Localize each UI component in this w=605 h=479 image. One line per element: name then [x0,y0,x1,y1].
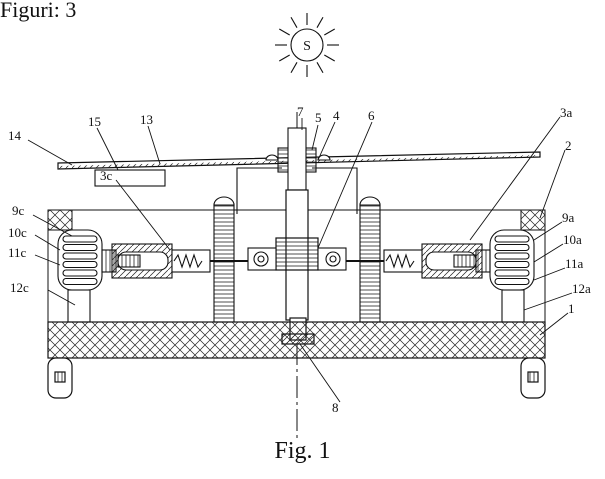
actuator-right [346,243,483,279]
actuator-left [111,243,248,279]
sun-ray [316,17,324,28]
sun-ray [290,62,298,73]
label-10a: 10a [563,232,582,247]
label-14: 14 [8,128,22,143]
label-3c: 3c [100,168,113,183]
label-1: 1 [568,301,575,316]
label-13: 13 [140,112,153,127]
gear-fin [494,243,530,252]
label-5: 5 [315,110,322,125]
label-3a: 3a [560,105,573,120]
central-shaft [275,189,319,345]
leader-lines [27,116,573,403]
gear-fin [494,260,530,269]
gear-fin [62,243,98,252]
upper-bracket [236,167,358,214]
label-12a: 12a [572,281,591,296]
sun-ray [279,54,290,62]
label-7: 7 [297,104,304,119]
cam-right [317,247,347,271]
gear-fin [62,277,98,286]
top-hub [265,127,331,191]
label-9c: 9c [12,203,25,218]
sun-ray [324,54,335,62]
gear-stack-left [57,229,117,291]
figure-caption: Fig. 1 [274,438,331,464]
gear-stack-right [475,229,535,291]
sun-label: S [303,39,311,54]
sun-ray [316,62,324,73]
label-11c: 11c [8,245,27,260]
gear-fin [62,235,98,243]
label-10c: 10c [8,225,27,240]
sun-ray [279,28,290,36]
sun-symbol: S [275,13,339,77]
panel-box-15 [94,169,166,187]
label-6: 6 [368,108,375,123]
label-12c: 12c [10,280,29,295]
sun-ray [324,28,335,36]
label-4: 4 [333,108,340,123]
sun-ray [290,17,298,28]
reference-labels: 14 15 13 7 5 4 6 3a 2 3c 9c 10c 11c 12c … [8,104,591,415]
cam-left [247,247,277,271]
label-8: 8 [332,400,339,415]
figure-header: Figuri: 3 [0,0,77,22]
gear-fin [494,277,530,286]
label-2: 2 [565,138,572,153]
gear-fin [62,252,98,260]
base-plate [47,321,546,399]
gear-fin [494,252,530,260]
gear-fin [62,269,98,277]
label-15: 15 [88,114,101,129]
label-11a: 11a [565,256,584,271]
gear-fin [494,235,530,243]
gear-fin [62,260,98,269]
label-9a: 9a [562,210,575,225]
gear-fin [494,269,530,277]
